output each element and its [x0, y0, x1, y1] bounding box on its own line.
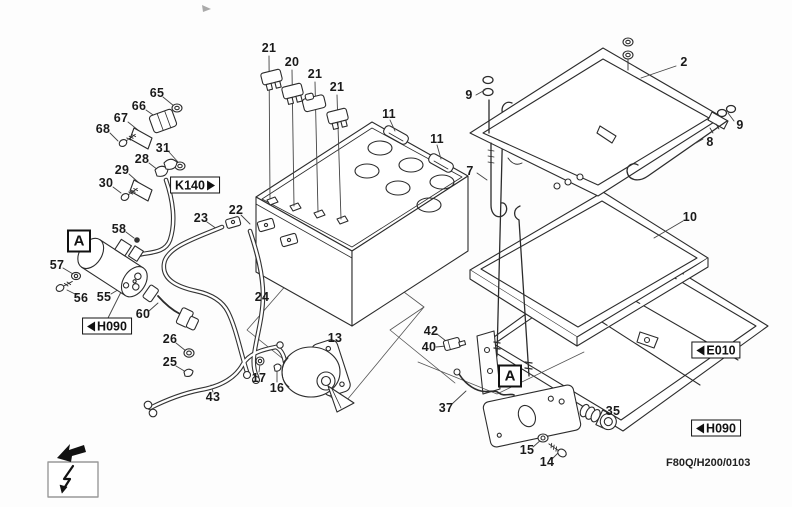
vent-caps-drawing: [260, 68, 349, 130]
plug-35-drawing: [579, 403, 617, 431]
lightning-bolt-icon: [59, 464, 75, 494]
motor-drawing: [281, 339, 355, 413]
terminal-clamp-11b: [428, 153, 454, 173]
terminal-clamp-11a: [383, 125, 409, 145]
relay-assembly-drawing: [118, 103, 183, 150]
thick-arrow-icon: [57, 444, 86, 462]
screw-14-drawing: [548, 442, 567, 458]
warning-symbol: [47, 444, 99, 498]
bracket-plate-drawing: [482, 384, 617, 458]
solenoid-drawing: [55, 237, 148, 298]
j-bolt-7-drawing: [482, 75, 508, 218]
drawing-code: F80Q/H200/0103: [666, 457, 751, 469]
long-j-bolts-drawing: [493, 101, 533, 377]
j-bolt-8-drawing: [626, 104, 737, 181]
battery-drawing: [225, 121, 469, 327]
clip-40-drawing: [442, 336, 467, 352]
cable-clamp-assembly-drawing: [120, 158, 186, 202]
small-arrow-icon: [202, 5, 211, 12]
battery-cables-drawing: [135, 177, 291, 418]
holddown-frame-drawing: [469, 37, 729, 197]
harness-60-drawing: [142, 284, 199, 331]
small-hardware-drawing: [183, 348, 282, 377]
wire-37-drawing: [453, 368, 515, 396]
